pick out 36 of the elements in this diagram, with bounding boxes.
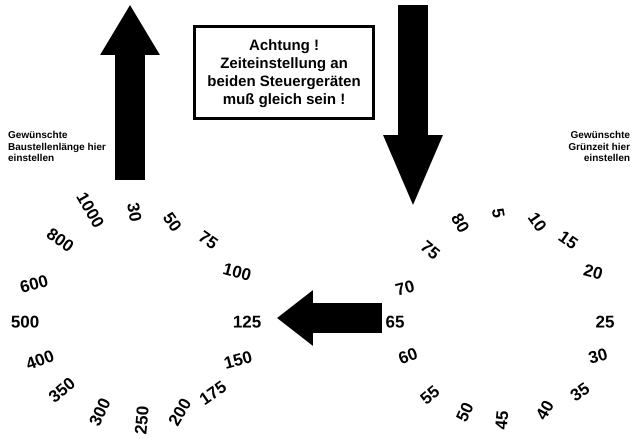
scale-number: 800 (44, 224, 76, 256)
scale-number: 20 (582, 261, 604, 283)
scale-number: 35 (567, 380, 593, 404)
scale-number: 55 (417, 382, 443, 408)
scale-number: 45 (492, 410, 512, 430)
scale-number: 400 (24, 347, 56, 373)
scale-number: 250 (132, 405, 152, 435)
scale-number: 500 (10, 314, 40, 330)
warning-text: Achtung ! Zeiteinstellung an beiden Steuergeräten muß gleich sein ! (206, 36, 362, 108)
arrow (277, 290, 382, 346)
scale-number: 50 (160, 209, 184, 235)
scale-number: 30 (586, 345, 610, 367)
instruction-text: Gewünschte Grünzeit hier einstellen (567, 130, 630, 164)
scale-number: 65 (386, 314, 404, 330)
warning-box (193, 25, 375, 120)
scale-number: 40 (532, 398, 558, 422)
scale-number: 150 (222, 348, 254, 372)
scale-number: 100 (221, 260, 253, 284)
scale-number: 600 (18, 272, 50, 296)
scale-number: 300 (86, 396, 114, 428)
scale-number: 10 (524, 209, 550, 235)
scale-number: 75 (417, 237, 443, 263)
scale-number: 5 (488, 206, 508, 220)
scale-number: 200 (166, 395, 194, 429)
scale-number: 70 (394, 277, 416, 299)
scale-number: 175 (196, 378, 230, 408)
scale-number: 60 (396, 344, 420, 368)
scale-number: 25 (596, 314, 614, 330)
scale-number: 30 (124, 201, 144, 223)
scale-number: 350 (46, 374, 78, 406)
scale-number: 15 (555, 228, 581, 252)
instruction-text: Gewünschte Baustellenlänge hier einstellen (8, 130, 107, 164)
scale-number: 80 (448, 210, 472, 236)
scale-number: 50 (453, 400, 477, 424)
scale-number: 75 (195, 228, 221, 252)
scale-number: 125 (232, 314, 262, 330)
